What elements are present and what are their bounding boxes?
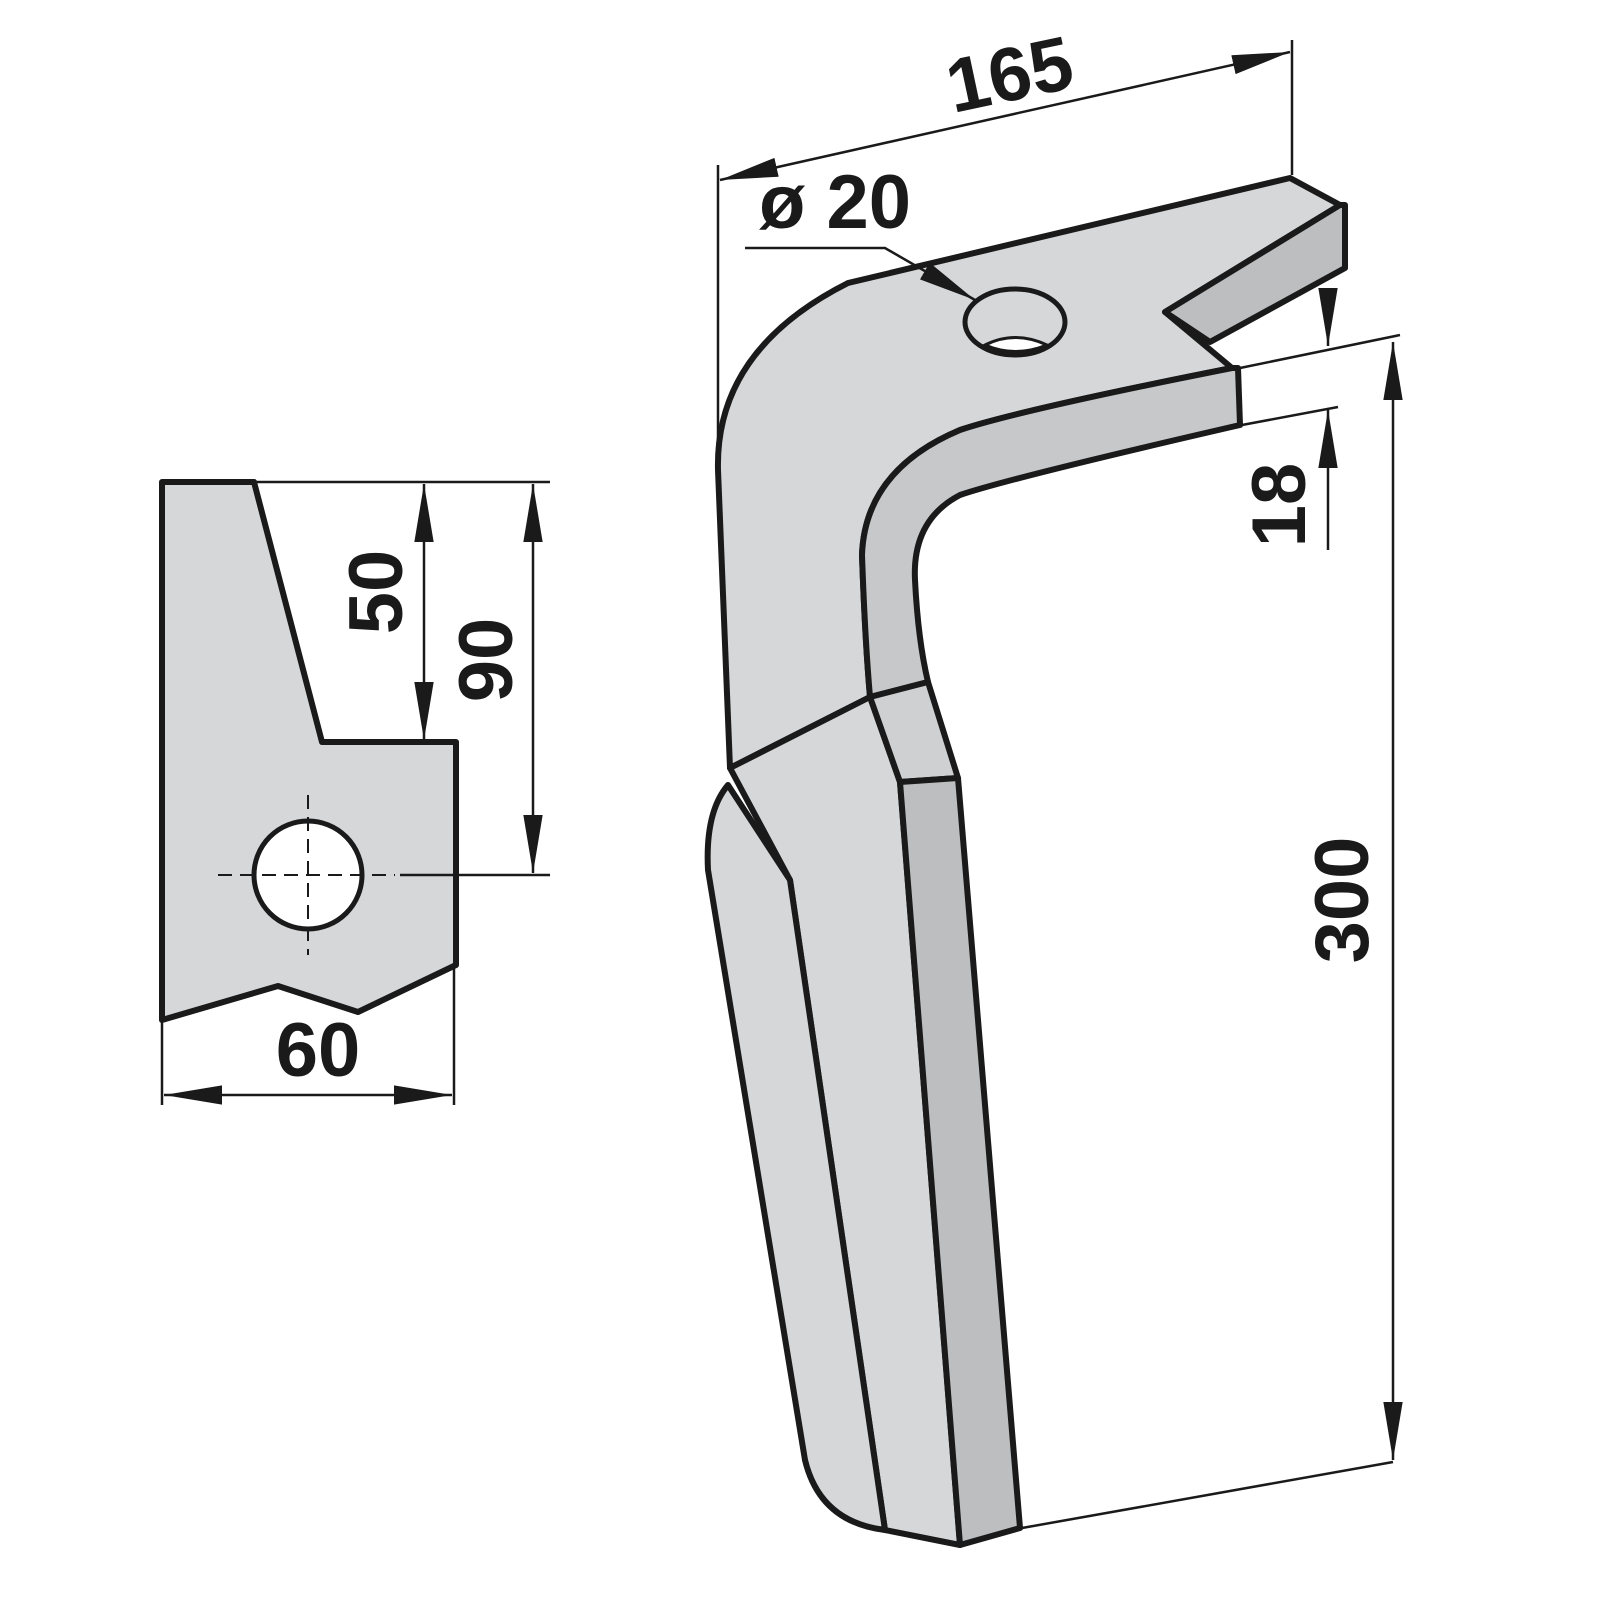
tine-view: 165 ø 20 18 300 <box>704 20 1403 1548</box>
side-view: 50 90 60 <box>159 479 550 1105</box>
tine-hole-bore <box>981 336 1051 353</box>
dim-label-18: 18 <box>1237 463 1322 548</box>
tine-mounting-hole <box>962 286 1068 358</box>
hole-centerlines <box>218 795 395 955</box>
tine-dimension-lines <box>716 40 1403 1530</box>
dim-label-60: 60 <box>276 1008 361 1093</box>
dim-label-90: 90 <box>444 618 529 703</box>
side-view-profile <box>159 479 459 1023</box>
tine-tip-side-face <box>1162 202 1348 345</box>
side-dimension-lines <box>160 480 550 1105</box>
dim-label-50: 50 <box>334 550 419 635</box>
dim-label-300: 300 <box>1300 837 1385 964</box>
tine-blade-bevel-face <box>704 782 888 1533</box>
dim-label-hole-diameter: ø 20 <box>759 160 911 245</box>
dim-label-165: 165 <box>939 20 1081 130</box>
tine-blade-side-face <box>897 775 1023 1548</box>
